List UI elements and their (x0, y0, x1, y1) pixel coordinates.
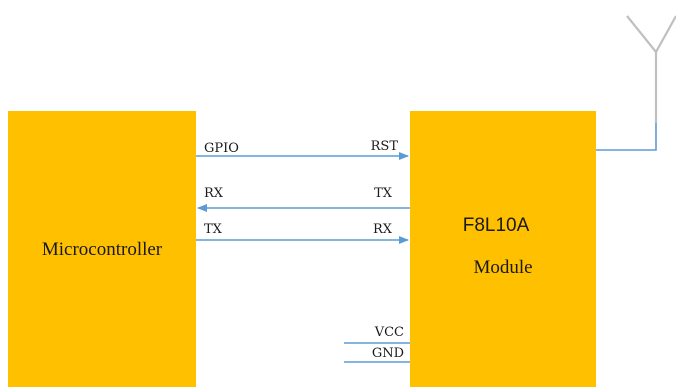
mcu-tx-label: TX (204, 222, 223, 237)
microcontroller-block: Microcontroller (8, 111, 196, 387)
module-rx-label: RX (373, 222, 393, 237)
antenna-icon (596, 15, 676, 151)
module-block: F8L10A Module (410, 111, 596, 387)
vcc-label: VCC (374, 325, 404, 340)
module-tx-to-mcu-rx-connection: RX TX (197, 186, 410, 212)
gnd-label: GND (372, 346, 404, 361)
gpio-rst-connection: GPIO RST (196, 139, 409, 160)
mcu-tx-to-module-rx-connection: TX RX (196, 222, 409, 244)
rst-label: RST (371, 139, 399, 154)
mcu-rx-label: RX (204, 186, 224, 201)
module-tx-label: TX (374, 186, 393, 201)
module-name-label: F8L10A (463, 215, 530, 236)
power-connections: VCC GND (344, 325, 410, 363)
microcontroller-label: Microcontroller (42, 239, 163, 260)
antenna-feed-wire (596, 122, 657, 151)
module-type-label: Module (473, 257, 532, 278)
gpio-label: GPIO (204, 141, 239, 156)
